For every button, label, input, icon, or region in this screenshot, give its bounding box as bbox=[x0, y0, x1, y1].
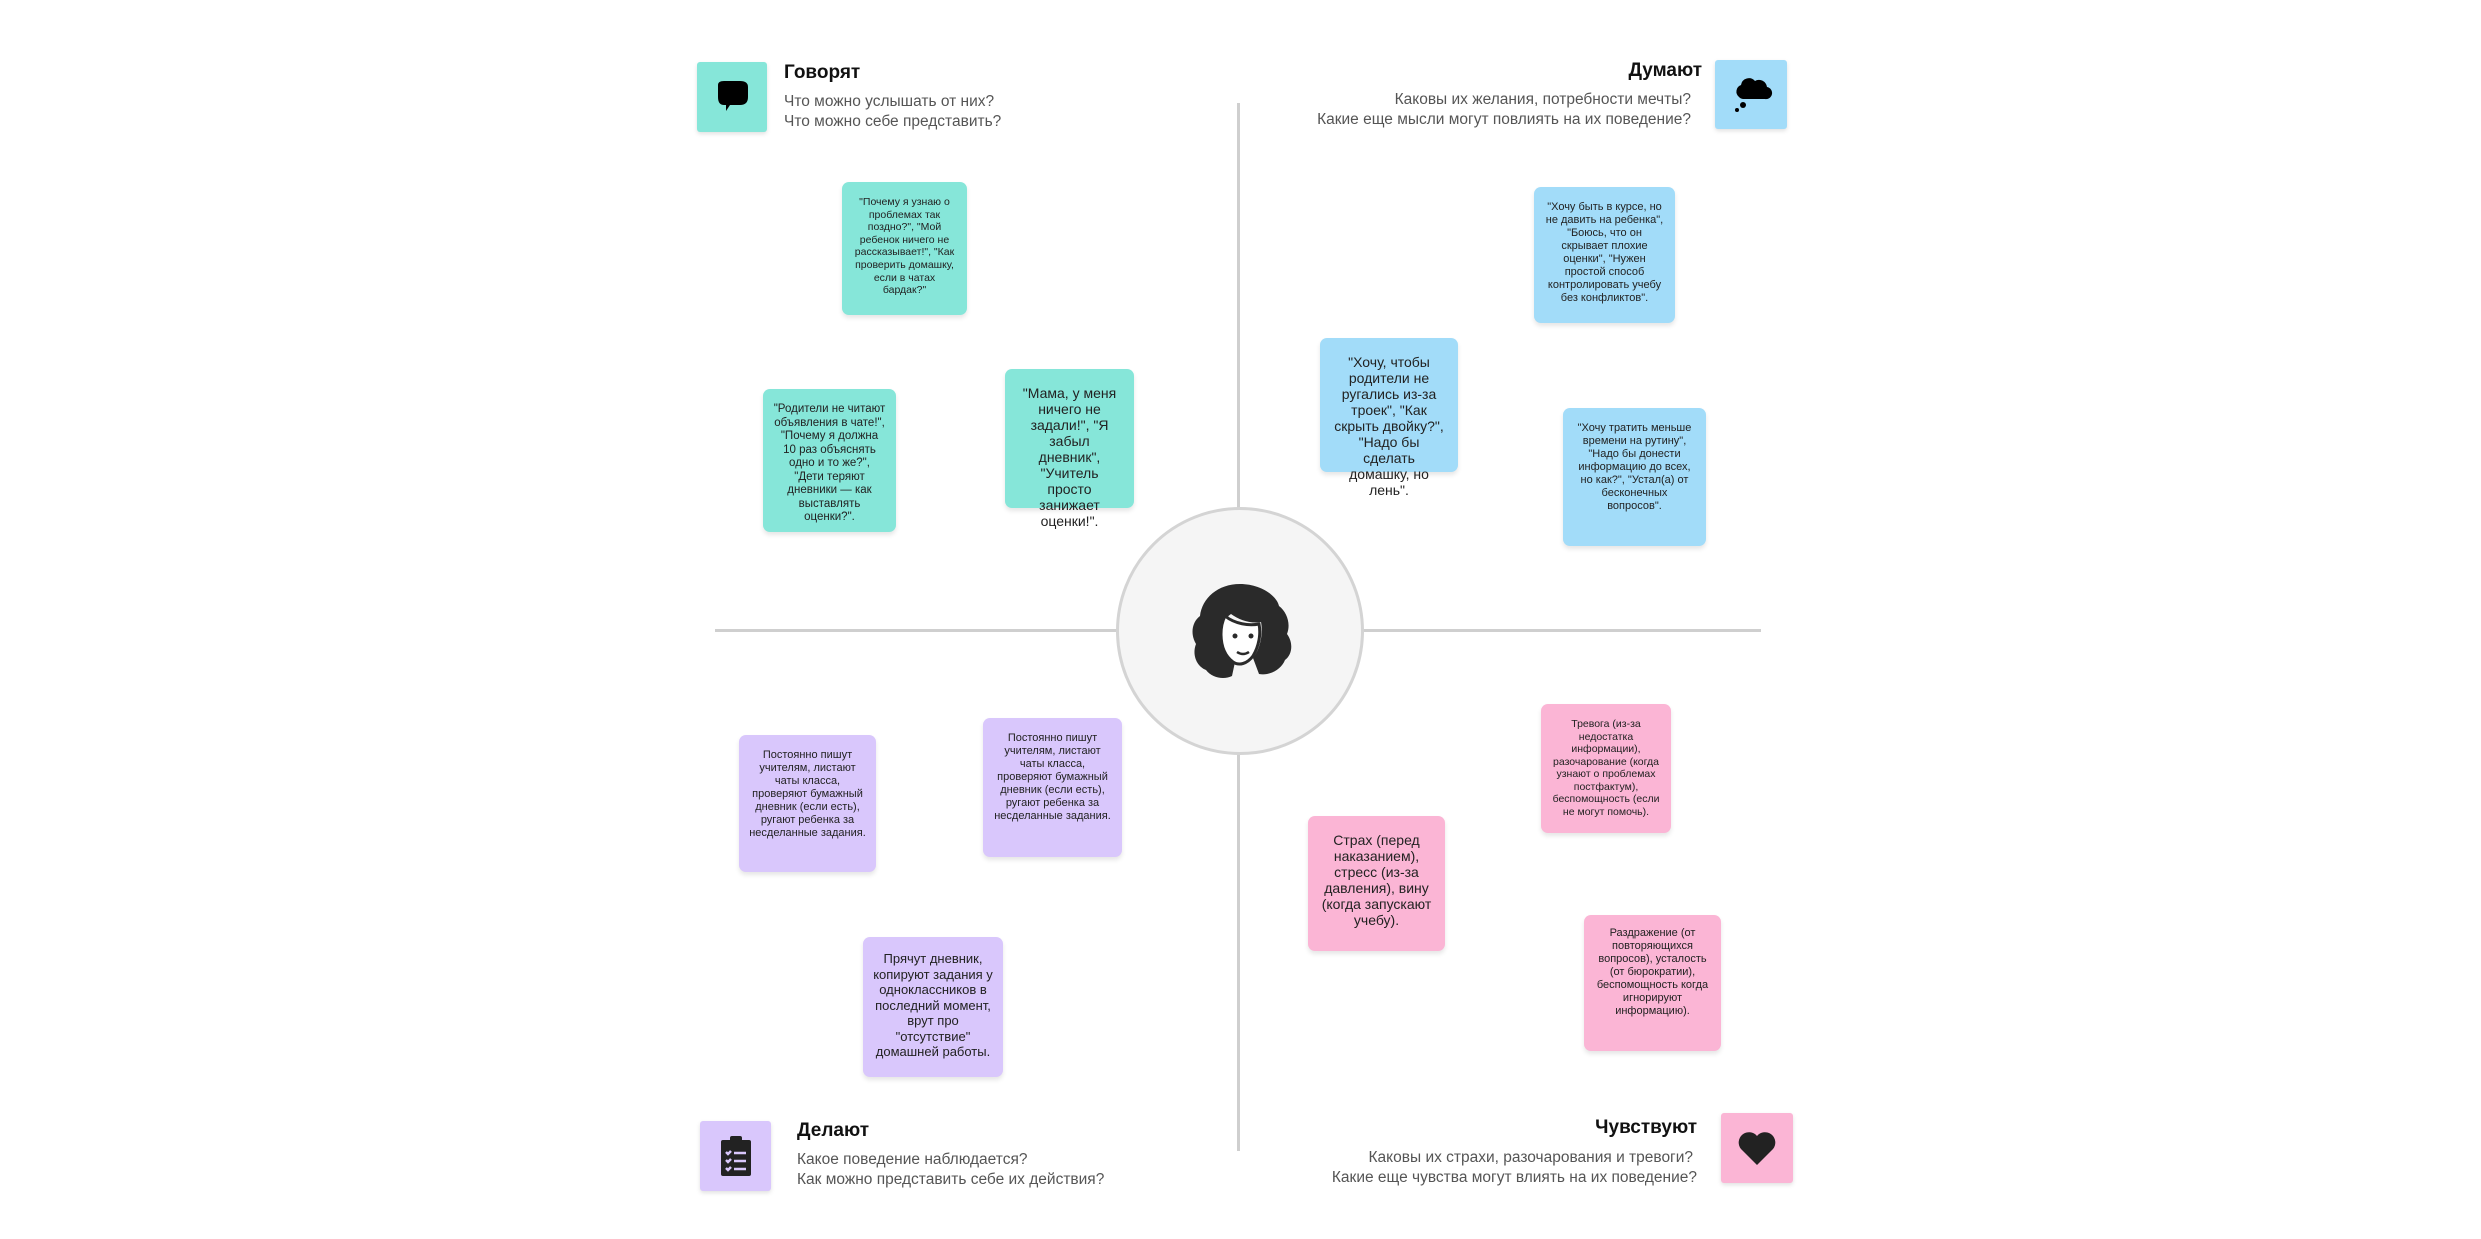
feels-subtitle-line-1: Каковы их страхи, разочарования и тревог… bbox=[1368, 1149, 1693, 1166]
feels-subtitle: Каковы их страхи, разочарования и тревог… bbox=[1332, 1148, 1697, 1188]
thought-cloud-icon bbox=[1735, 77, 1773, 112]
sticky-note[interactable]: Постоянно пишут учителям, листают чаты к… bbox=[983, 718, 1122, 857]
does-subtitle: Какое поведение наблюдается? Как можно п… bbox=[797, 1150, 1104, 1190]
feels-icon-box bbox=[1721, 1113, 1793, 1183]
does-title: Делают bbox=[797, 1120, 870, 1141]
sticky-note[interactable]: "Хочу быть в курсе, но не давить на ребе… bbox=[1534, 187, 1675, 323]
persona-circle bbox=[1116, 507, 1364, 755]
thinks-subtitle-line-2: Какие еще мысли могут повлиять на их пов… bbox=[1317, 111, 1691, 128]
thinks-subtitle-line-1: Каковы их желания, потребности мечты? bbox=[1394, 91, 1691, 108]
sticky-note[interactable]: "Хочу тратить меньше времени на рутину",… bbox=[1563, 408, 1706, 546]
sticky-note[interactable]: "Почему я узнаю о проблемах так поздно?"… bbox=[842, 182, 967, 315]
does-subtitle-line-2: Как можно представить себе их действия? bbox=[797, 1171, 1105, 1188]
says-subtitle: Что можно услышать от них? Что можно себ… bbox=[784, 92, 1001, 132]
does-icon-box bbox=[700, 1121, 771, 1191]
feels-title: Чувствуют bbox=[1595, 1117, 1697, 1138]
sticky-note[interactable]: Постоянно пишут учителям, листают чаты к… bbox=[739, 735, 876, 872]
thinks-subtitle: Каковы их желания, потребности мечты? Ка… bbox=[1317, 90, 1691, 130]
feels-subtitle-line-2: Какие еще чувства могут влиять на их пов… bbox=[1331, 1169, 1697, 1186]
says-title: Говорят bbox=[784, 62, 861, 83]
heart-icon bbox=[1738, 1132, 1776, 1165]
says-icon-box bbox=[697, 62, 767, 132]
thinks-icon-box bbox=[1715, 60, 1787, 129]
sticky-note[interactable]: Прячут дневник, копируют задания у однок… bbox=[863, 937, 1003, 1077]
person-face-icon bbox=[1192, 584, 1292, 678]
says-subtitle-line-2: Что можно себе представить? bbox=[784, 113, 1002, 130]
sticky-note[interactable]: "Мама, у меня ничего не задали!", "Я заб… bbox=[1005, 369, 1134, 529]
sticky-note[interactable]: "Хочу, чтобы родители не ругались из-за … bbox=[1320, 338, 1458, 498]
speech-bubble-icon bbox=[718, 81, 748, 111]
thinks-title: Думают bbox=[1628, 60, 1702, 81]
sticky-note[interactable]: Тревога (из-за недостатка информации), р… bbox=[1541, 704, 1671, 833]
does-subtitle-line-1: Какое поведение наблюдается? bbox=[797, 1151, 1028, 1168]
sticky-note[interactable]: Страх (перед наказанием), стресс (из-за … bbox=[1308, 816, 1445, 951]
says-subtitle-line-1: Что можно услышать от них? bbox=[784, 93, 995, 110]
sticky-note[interactable]: "Родители не читают объявления в чате!",… bbox=[763, 389, 896, 532]
sticky-note[interactable]: Раздражение (от повторяющихся вопросов),… bbox=[1584, 915, 1721, 1051]
clipboard-checklist-icon bbox=[720, 1136, 751, 1176]
